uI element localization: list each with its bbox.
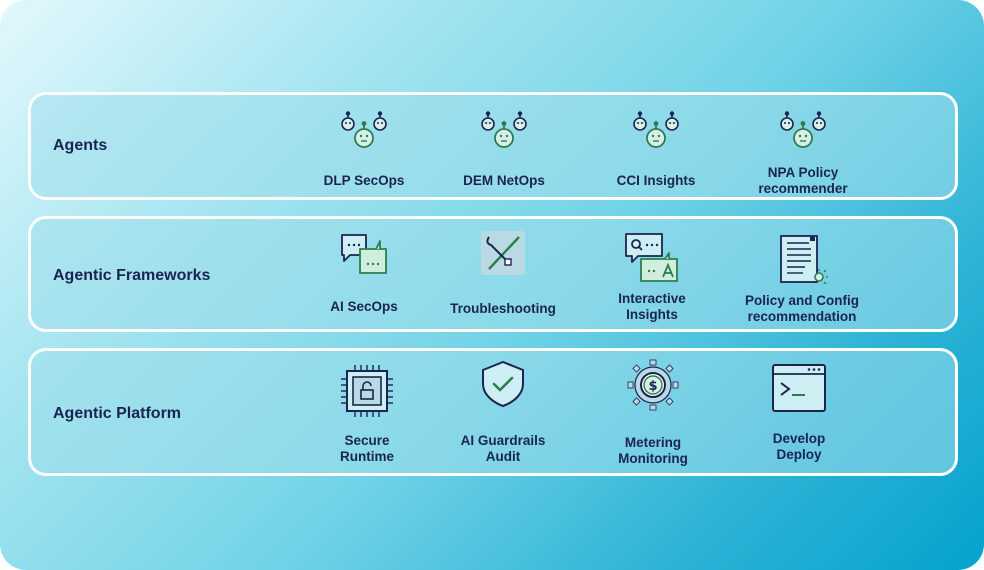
chat-bubbles-icon [341, 234, 387, 274]
item-ai-secops: AI SecOps [289, 231, 439, 315]
dollar-gear-icon: $ [627, 359, 679, 411]
agents-icon [633, 111, 679, 148]
item-label: Policy and Config recommendation [744, 293, 859, 324]
tools-icon [481, 231, 525, 275]
row-title-agentic-frameworks: Agentic Frameworks [53, 267, 211, 284]
item-policy-config-recommendation: Policy and Config recommendation [727, 233, 877, 325]
item-dem-netops: DEM NetOps [429, 111, 579, 189]
item-label: AI SecOps [330, 299, 398, 314]
row-agents: Agents DLP SecOps [28, 92, 958, 200]
item-label: Metering Monitoring [618, 435, 688, 466]
svg-text:$: $ [648, 379, 657, 394]
item-cci-insights: CCI Insights [581, 111, 731, 189]
item-label: DEM NetOps [463, 173, 545, 188]
search-chat-icon [625, 233, 678, 282]
item-dlp-secops: DLP SecOps [289, 111, 439, 189]
item-label: CCI Insights [616, 173, 696, 188]
item-troubleshooting: Troubleshooting [428, 229, 578, 317]
item-metering-monitoring: $ Metering Monitoring [578, 359, 728, 467]
row-title-agentic-platform: Agentic Platform [53, 405, 182, 422]
item-label: NPA Policy recommender [758, 165, 848, 196]
row-title-agents: Agents [53, 137, 108, 154]
item-label: DLP SecOps [323, 173, 405, 188]
terminal-icon [772, 364, 826, 412]
item-label: Interactive Insights [618, 291, 686, 322]
document-icon [780, 235, 828, 285]
chip-lock-icon [341, 365, 393, 417]
agents-icon [780, 111, 826, 148]
item-ai-guardrails-audit: AI Guardrails Audit [428, 359, 578, 465]
row-agentic-platform: Agentic Platform Secure Runtime [28, 348, 958, 476]
shield-check-icon [482, 361, 524, 407]
item-interactive-insights: Interactive Insights [577, 231, 727, 323]
agents-icon [341, 111, 387, 148]
item-develop-deploy: Develop Deploy [724, 363, 874, 463]
item-secure-runtime: Secure Runtime [292, 363, 442, 465]
item-npa-policy-recommender: NPA Policy recommender [728, 111, 878, 197]
item-label: Troubleshooting [450, 301, 556, 316]
agents-icon [481, 111, 527, 148]
item-label: Secure Runtime [340, 433, 394, 464]
item-label: Develop Deploy [772, 431, 826, 462]
item-label: AI Guardrails Audit [460, 433, 546, 464]
row-agentic-frameworks: Agentic Frameworks AI SecOps Troubleshoo… [28, 216, 958, 332]
